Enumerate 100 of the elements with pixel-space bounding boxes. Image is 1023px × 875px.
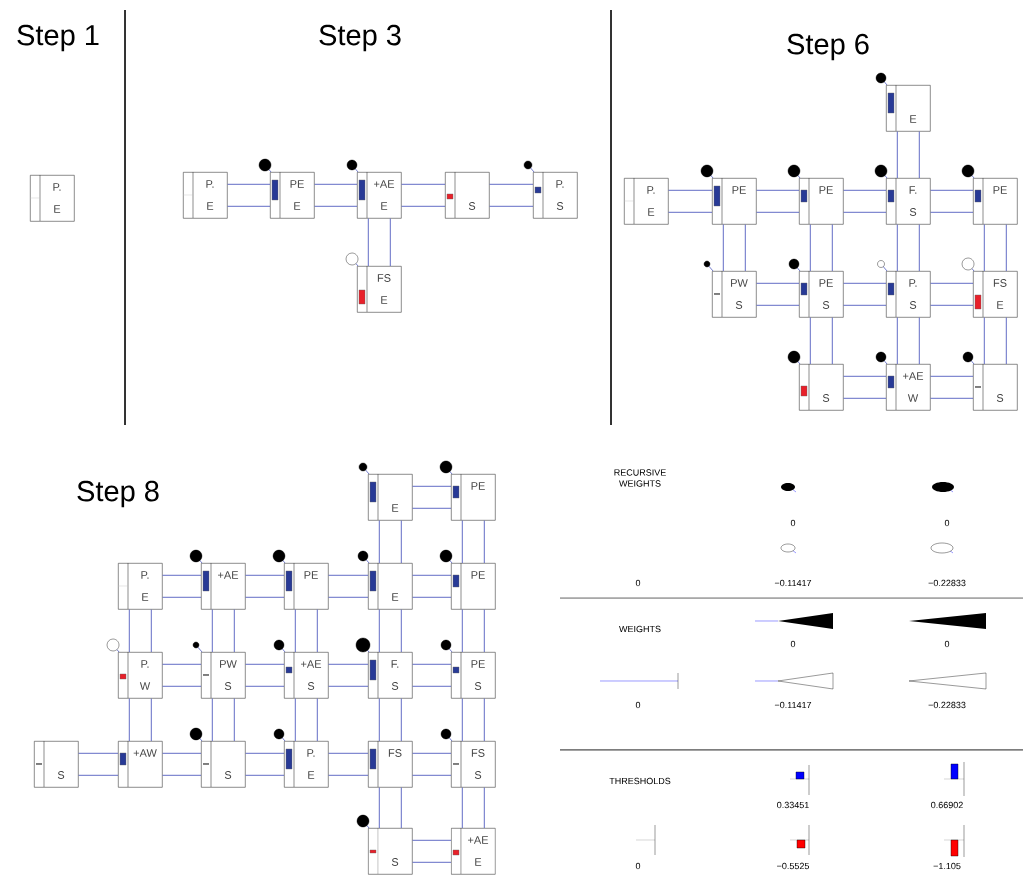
- connection-line: [294, 609, 296, 653]
- connection-line: [378, 520, 380, 564]
- connection-line: [483, 698, 485, 742]
- connection-line: [412, 596, 452, 598]
- connection-line: [314, 183, 358, 185]
- connection-line: [128, 698, 130, 742]
- connection-line: [389, 218, 391, 267]
- value-label: 0: [944, 519, 950, 527]
- connection-line: [162, 774, 202, 776]
- connection-line: [412, 752, 452, 754]
- connection-line: [983, 224, 985, 272]
- connection-line: [378, 609, 380, 653]
- unit-box: PE S: [799, 270, 844, 318]
- unit-box: S: [799, 363, 844, 411]
- unit-box: FS: [368, 740, 413, 788]
- connection-line: [831, 224, 833, 272]
- connection-line: [162, 596, 202, 598]
- connection-line: [930, 375, 974, 377]
- connection-line: [918, 317, 920, 365]
- step-heading: Step 6: [787, 33, 869, 61]
- unit-box: S: [973, 363, 1018, 411]
- connection-line: [316, 609, 318, 653]
- unit-box: PE: [799, 177, 844, 225]
- connection-line: [489, 205, 534, 207]
- legend-heading: WEIGHTS: [619, 625, 661, 633]
- unit-box: +AE: [201, 562, 246, 610]
- unit-box: FS E: [357, 265, 402, 313]
- connection-line: [483, 609, 485, 653]
- unit-box: FS S: [451, 740, 496, 788]
- unit-box: P. E: [284, 740, 329, 788]
- connection-line: [412, 485, 452, 487]
- value-label: −0.22833: [928, 579, 966, 587]
- connection-line: [211, 609, 213, 653]
- connection-line: [211, 698, 213, 742]
- unit-box: PE: [712, 177, 757, 225]
- unit-box: PE: [973, 177, 1018, 225]
- connection-line: [401, 205, 446, 207]
- connection-line: [400, 787, 402, 829]
- unit-box: PE: [284, 562, 329, 610]
- connection-line: [328, 596, 369, 598]
- value-label: −1.105: [933, 862, 961, 870]
- connection-line: [843, 397, 887, 399]
- unit-box: E: [368, 562, 413, 610]
- connection-line: [1005, 317, 1007, 365]
- unit-box: P. S: [533, 171, 578, 219]
- unit-box: PE: [451, 473, 496, 521]
- connection-line: [896, 317, 898, 365]
- connection-line: [843, 304, 887, 306]
- connection-line: [930, 304, 974, 306]
- connection-line: [930, 282, 974, 284]
- unit-box: P. E: [117, 562, 163, 610]
- unit-box: S: [445, 171, 490, 219]
- connection-line: [162, 574, 202, 576]
- legend-heading: THRESHOLDS: [609, 777, 671, 785]
- value-label: −0.22833: [928, 701, 966, 709]
- value-label: −0.11417: [774, 701, 812, 709]
- connection-line: [233, 698, 235, 742]
- value-label: 0: [635, 701, 641, 709]
- connection-line: [756, 282, 800, 284]
- connection-line: [128, 609, 130, 653]
- unit-box: PE E: [270, 171, 315, 219]
- value-label: 0.33451: [777, 801, 809, 809]
- connection-line: [162, 663, 202, 665]
- connection-line: [328, 752, 369, 754]
- unit-box: +AE E: [451, 827, 496, 875]
- unit-box: P. S: [886, 270, 931, 318]
- unit-box: S: [368, 827, 413, 875]
- step-heading: Step 3: [319, 24, 401, 52]
- connection-line: [245, 752, 285, 754]
- connection-line: [400, 520, 402, 564]
- connection-line: [245, 663, 285, 665]
- connection-line: [150, 698, 152, 742]
- connection-line: [400, 609, 402, 653]
- legend-heading: RECURSIVE WEIGHTS: [614, 469, 666, 487]
- connection-line: [744, 224, 746, 272]
- value-label: −0.5525: [777, 862, 809, 870]
- connection-line: [233, 609, 235, 653]
- connection-line: [294, 698, 296, 742]
- unit-box: P. W: [118, 651, 163, 699]
- connection-line: [227, 183, 271, 185]
- connection-line: [367, 218, 369, 267]
- unit-box: P. E: [182, 171, 228, 219]
- connection-line: [314, 205, 358, 207]
- unit-box: P. E: [29, 174, 75, 222]
- connection-line: [78, 752, 119, 754]
- unit-box: PE S: [451, 651, 496, 699]
- connection-line: [809, 224, 811, 272]
- value-label: 0: [790, 519, 796, 527]
- unit-box: +AE W: [886, 363, 931, 411]
- unit-box: PE: [451, 562, 496, 610]
- value-label: 0: [944, 640, 950, 648]
- connection-line: [983, 317, 985, 365]
- connection-line: [162, 685, 202, 687]
- connection-line: [401, 183, 446, 185]
- value-label: 0: [635, 579, 641, 587]
- connection-line: [483, 787, 485, 829]
- connection-line: [809, 317, 811, 365]
- connection-line: [930, 189, 974, 191]
- connection-line: [245, 685, 285, 687]
- value-label: 0.66902: [931, 801, 963, 809]
